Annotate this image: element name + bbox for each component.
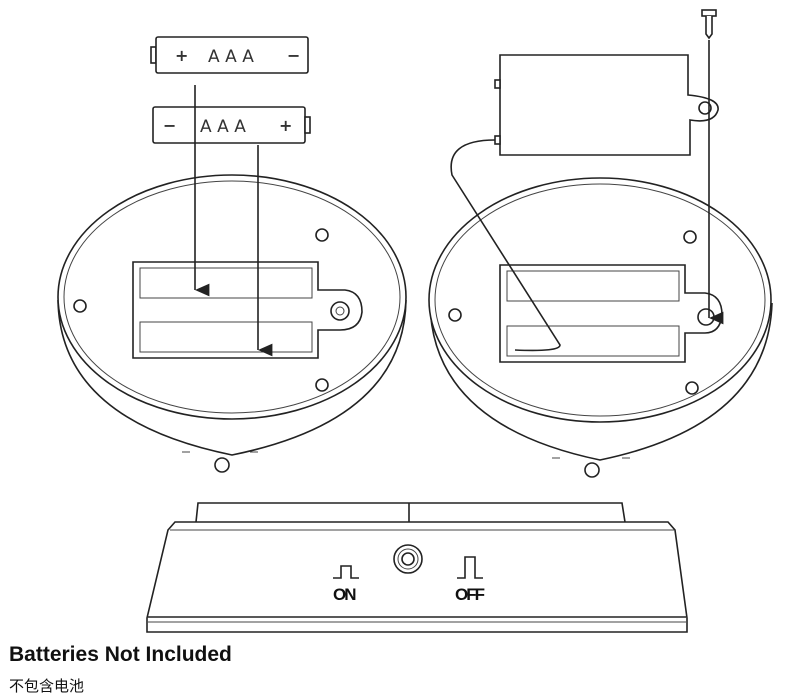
power-switch-button[interactable] — [393, 544, 423, 574]
switch-on-symbol — [333, 565, 359, 579]
screw — [701, 9, 724, 325]
battery-positive-sign: + — [175, 46, 188, 65]
switch-on-label: ON — [333, 585, 356, 604]
battery-positive-sign: + — [279, 116, 292, 135]
battery-negative-sign: − — [287, 46, 300, 65]
base-bottom-view-right — [428, 177, 773, 478]
battery-negative-sign: − — [163, 116, 176, 135]
batteries-not-included-note: Batteries Not Included — [9, 643, 232, 666]
battery-type-label: AAA — [200, 117, 251, 137]
base-bottom-view-left — [57, 174, 407, 473]
aaa-battery-top: + AAA − — [150, 36, 309, 74]
switch-off-symbol — [457, 556, 483, 579]
switch-off-label: OFF — [455, 585, 485, 604]
battery-pack — [450, 54, 719, 352]
batteries-not-included-note-chinese: 不包含电池 — [9, 677, 85, 695]
base-side-view: ON OFF — [146, 502, 688, 633]
aaa-battery-bottom: − AAA + — [152, 106, 311, 144]
battery-type-label: AAA — [208, 47, 259, 67]
